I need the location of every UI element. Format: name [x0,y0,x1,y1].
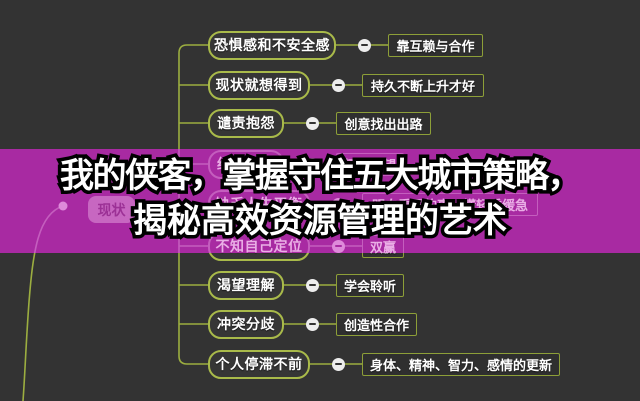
collapse-button[interactable] [331,197,345,211]
collapse-button[interactable] [331,357,345,371]
banner-tinted-map-overlay: 绝望无助 怀抱希望缺乏人生平衡 明白重要的事，懂轻重缓急不知自己定位 双赢 现状 [0,149,640,253]
banner-title-line2: 揭秘高效资源管理的艺术 [130,198,511,245]
topic-1-left[interactable]: 恐惧感和不安全感 [208,30,336,60]
topic-3-right[interactable]: 创意找出出路 [336,111,431,135]
topic-7-left[interactable]: 渴望理解 [208,270,284,300]
collapse-button[interactable] [305,278,319,292]
collapse-button[interactable] [331,78,345,92]
collapse-button[interactable] [357,38,371,52]
topic-7-right[interactable]: 学会聆听 [336,273,404,297]
topic-2-right[interactable]: 持久不断上升才好 [362,73,484,97]
topic-9-left[interactable]: 个人停滞不前 [208,349,310,379]
topic-4-left[interactable]: 绝望无助 [208,149,284,179]
topic-9-right[interactable]: 身体、精神、智力、感情的更新 [362,352,560,376]
topic-1-right[interactable]: 靠互赖与合作 [388,33,483,57]
topic-6-left[interactable]: 不知自己定位 [208,231,310,253]
topic-3-left[interactable]: 谴责抱怨 [208,108,284,138]
collapse-button[interactable] [305,317,319,331]
banner-title: 我的侠客，掌握守住五大城市策略， 揭秘高效资源管理的艺术 [0,149,640,245]
collapse-button[interactable] [331,239,345,253]
topic-8-right[interactable]: 创造性合作 [336,312,417,336]
topic-5-left[interactable]: 缺乏人生平衡 [208,189,310,219]
banner-title-line1: 我的侠客，掌握守住五大城市策略， [57,153,586,200]
topic-4-right[interactable]: 怀抱希望 [336,152,404,176]
central-topic[interactable]: 现状 [88,196,135,223]
topic-5-right[interactable]: 明白重要的事，懂轻重缓急 [362,192,538,216]
collapse-button[interactable] [305,157,319,171]
collapse-button[interactable] [305,116,319,130]
topic-6-right[interactable]: 双赢 [362,234,404,253]
topic-2-left[interactable]: 现状就想得到 [208,70,310,100]
topic-8-left[interactable]: 冲突分歧 [208,309,284,339]
